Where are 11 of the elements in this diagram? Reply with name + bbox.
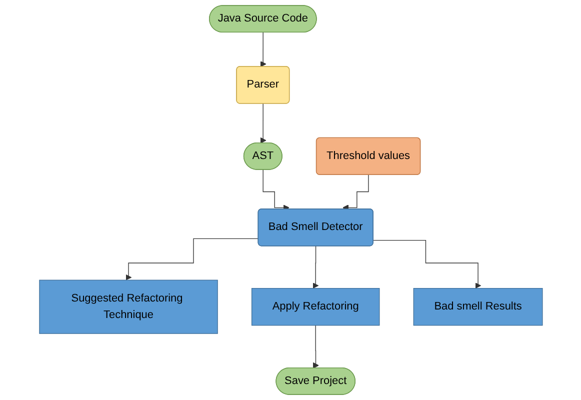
arrow: [125, 238, 258, 280]
node-box: Bad smell Results: [412, 288, 542, 326]
arrow: [262, 170, 289, 211]
arrow: [260, 103, 266, 144]
arrow: [342, 174, 368, 211]
arrow: [312, 324, 318, 368]
node-box: Apply Refactoring: [251, 288, 380, 326]
arrow: [312, 246, 318, 289]
arrow: [260, 32, 266, 68]
node-box: Suggested Refactoring Technique: [38, 280, 218, 334]
arrow: [372, 240, 481, 289]
